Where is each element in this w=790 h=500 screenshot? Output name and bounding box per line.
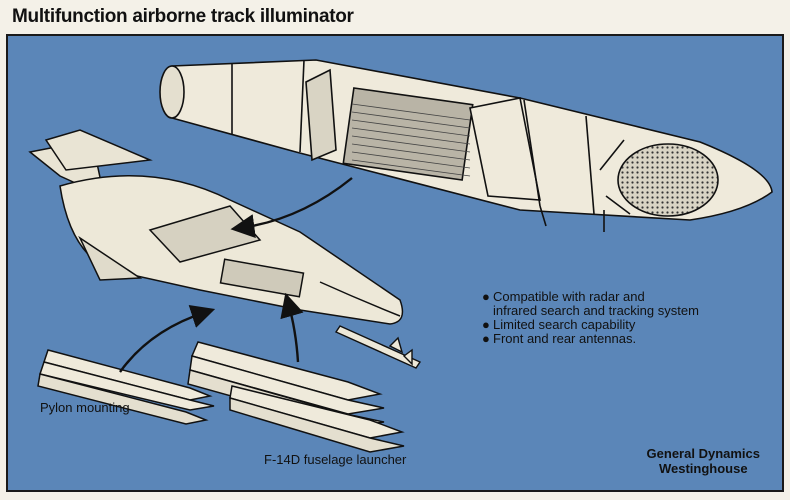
feature-item: ●Compatible with radar and <box>482 289 645 304</box>
feature-item: ●Front and rear antennas. <box>482 331 637 346</box>
pylon-missiles <box>37 349 215 425</box>
figure-title: Multifunction airborne track illuminator <box>12 6 354 27</box>
bullet-icon: ● <box>482 331 490 346</box>
credit-line: General Dynamics <box>646 446 760 461</box>
fuselage-launcher-missiles <box>187 341 405 453</box>
bullet-icon: ● <box>482 289 490 304</box>
pylon-mounting-label: Pylon mounting <box>40 400 130 415</box>
feature-list: ●Compatible with radar and infrared sear… <box>482 290 699 346</box>
bullet-icon: ● <box>482 317 490 332</box>
feature-item-continued: infrared search and tracking system <box>493 303 699 318</box>
small-missile <box>334 325 422 369</box>
illuminator-pod <box>159 59 773 232</box>
pointer-arrows <box>119 177 353 373</box>
credit-line: Westinghouse <box>658 461 748 476</box>
fuselage-launcher-label: F-14D fuselage launcher <box>264 452 407 467</box>
feature-item: ●Limited search capability <box>482 317 636 332</box>
credit-block: General Dynamics Westinghouse <box>647 446 760 476</box>
